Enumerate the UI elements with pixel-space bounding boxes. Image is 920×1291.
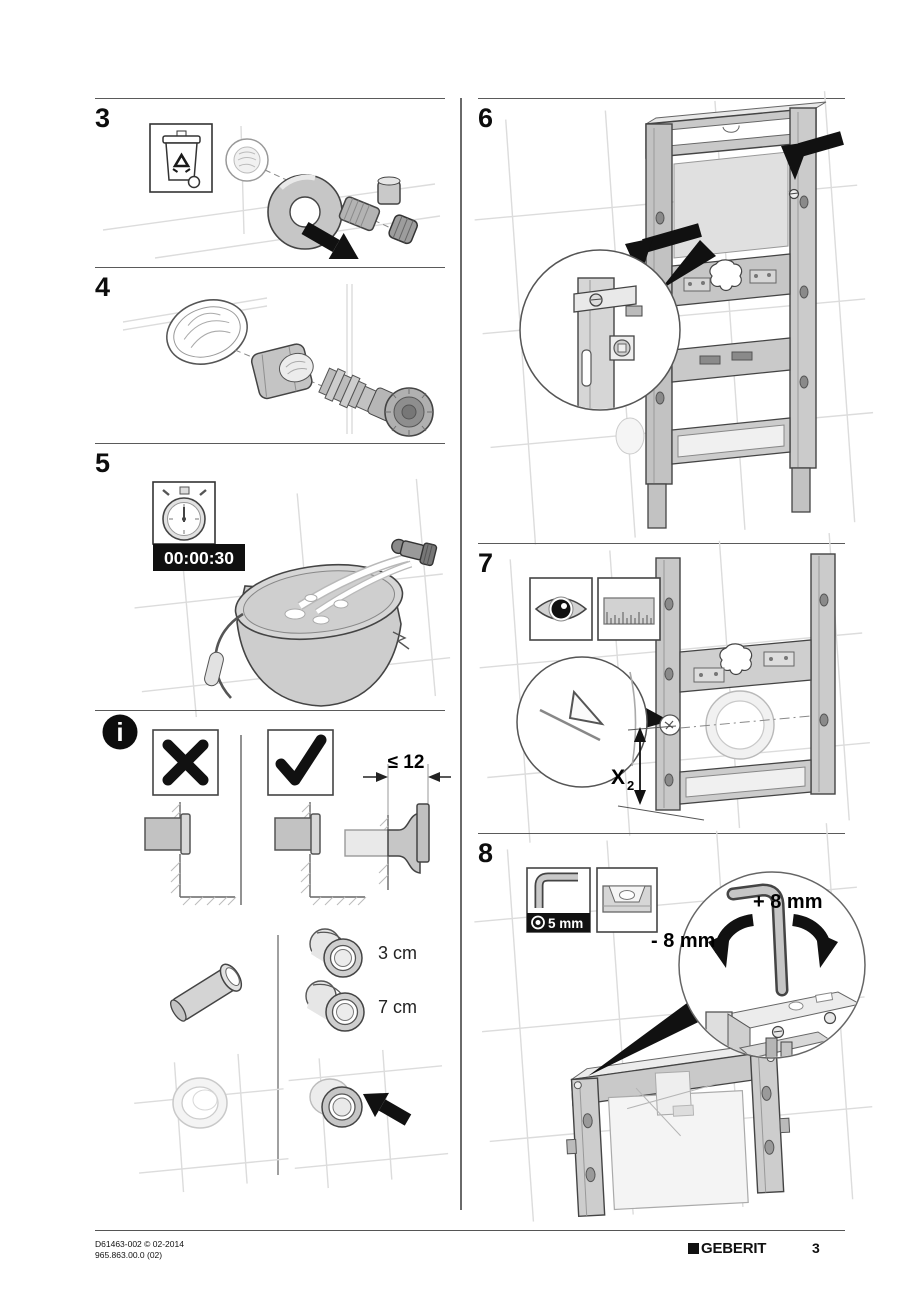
wall-section-correct (274, 802, 367, 906)
insert-arrow (362, 1092, 412, 1126)
doc-reference: D61463-002 © 02-2014 965.863.00.0 (02) (95, 1239, 184, 1261)
column-divider (460, 98, 462, 1210)
water-jet (284, 553, 413, 625)
adjust-plus-label: + 8 mm (753, 891, 822, 913)
x2-label-base: X (611, 766, 625, 789)
allen-key (726, 883, 789, 997)
step-3-illustration (102, 123, 441, 259)
x2-dimension: X 2 (611, 725, 705, 821)
corrugated-fitting (318, 367, 381, 414)
step-8-illustration: + 8 mm - 8 mm 5 mm (474, 823, 873, 1222)
union-nut (367, 387, 434, 437)
footer-rule (95, 1230, 845, 1232)
frame-front (566, 1039, 791, 1218)
allen-key-icon-box: 5 mm (526, 867, 591, 933)
x2-label-sub: 2 (627, 778, 634, 793)
wall-opening (225, 138, 269, 182)
elbow-3cm-label: 3 cm (378, 943, 417, 963)
adapter-nut (250, 343, 314, 400)
step-6-section: 6 (478, 98, 845, 543)
mounted-elbow (309, 1078, 363, 1128)
straight-connector (170, 963, 243, 1022)
rotation-arrows (708, 914, 838, 968)
stopwatch-icon (152, 481, 216, 545)
step-5-illustration: 00:00:30 (134, 478, 451, 718)
wall-section-wrong (144, 802, 237, 906)
info-section (95, 710, 445, 1208)
ruler-icon-box (597, 577, 661, 641)
step-7-illustration: X 2 (479, 533, 870, 843)
allen-size-label: 5 mm (548, 916, 583, 931)
seal-ring (166, 299, 248, 365)
brand-logo: GEBERIT (688, 1240, 766, 1257)
cross-icon (162, 739, 209, 786)
timer-badge (153, 544, 245, 571)
detail-pointer (660, 240, 716, 290)
wall-hole-faded (172, 1077, 228, 1129)
max-offset-label: ≤ 12 (388, 752, 425, 773)
tile-lines (122, 284, 353, 434)
timer-value: 00:00:30 (164, 548, 234, 568)
doc-code: D61463-002 © 02-2014 (95, 1239, 184, 1249)
elbow-7cm (305, 980, 365, 1032)
info-glyph: i (116, 717, 123, 747)
info-icon: i (102, 714, 138, 750)
step-3-number: 3 (95, 103, 111, 133)
adjust-minus-label: - 8 mm (651, 930, 715, 952)
step-3-section: 3 (95, 98, 445, 267)
ruler-icon (603, 597, 655, 625)
dim-arrows (363, 764, 451, 815)
mark-point (659, 714, 681, 736)
step-7-section: 7 (478, 543, 845, 833)
flush-valve (391, 538, 438, 567)
direction-arrow (301, 221, 359, 259)
recycle-bin-icon (149, 123, 213, 193)
step-5-number: 5 (95, 448, 111, 478)
step-5-section: 5 (95, 443, 445, 710)
eye-icon (534, 596, 588, 622)
elbow-7cm-label: 7 cm (378, 997, 417, 1017)
step-4-number: 4 (95, 272, 111, 302)
fixing-arrow-right (781, 131, 844, 200)
info-illustration: i ≤ 12 (102, 714, 451, 1193)
tile-grid-left (134, 1053, 289, 1193)
doc-version: 965.863.00.0 (02) (95, 1250, 163, 1260)
step-7-number: 7 (478, 548, 494, 578)
height-adjust-arrow (588, 989, 723, 1076)
step-6-illustration (474, 91, 874, 545)
step-8-section: 8 (478, 833, 845, 1210)
angle-valve (338, 176, 419, 245)
step-4-section: 4 (95, 267, 445, 443)
marking-detail-circle (516, 656, 648, 788)
step-4-illustration (122, 284, 434, 437)
offset-pipe (344, 803, 430, 890)
spirit-level-icon (602, 885, 652, 913)
step-8-number: 8 (478, 838, 494, 868)
hex-socket-icon (531, 915, 545, 930)
rosette (267, 174, 343, 250)
tile-grid-right (288, 1049, 449, 1189)
frame-partial (655, 553, 836, 811)
page-number: 3 (812, 1240, 820, 1256)
eye-icon-box (529, 577, 593, 641)
check-icon (275, 734, 327, 786)
detail-circle (519, 249, 681, 411)
supply-pipe-faded (615, 417, 645, 455)
brand-square-icon (688, 1243, 699, 1254)
spirit-level-icon-box (596, 867, 658, 933)
brand-name: GEBERIT (701, 1240, 767, 1257)
step-6-number: 6 (478, 103, 494, 133)
elbow-3cm (309, 928, 363, 978)
